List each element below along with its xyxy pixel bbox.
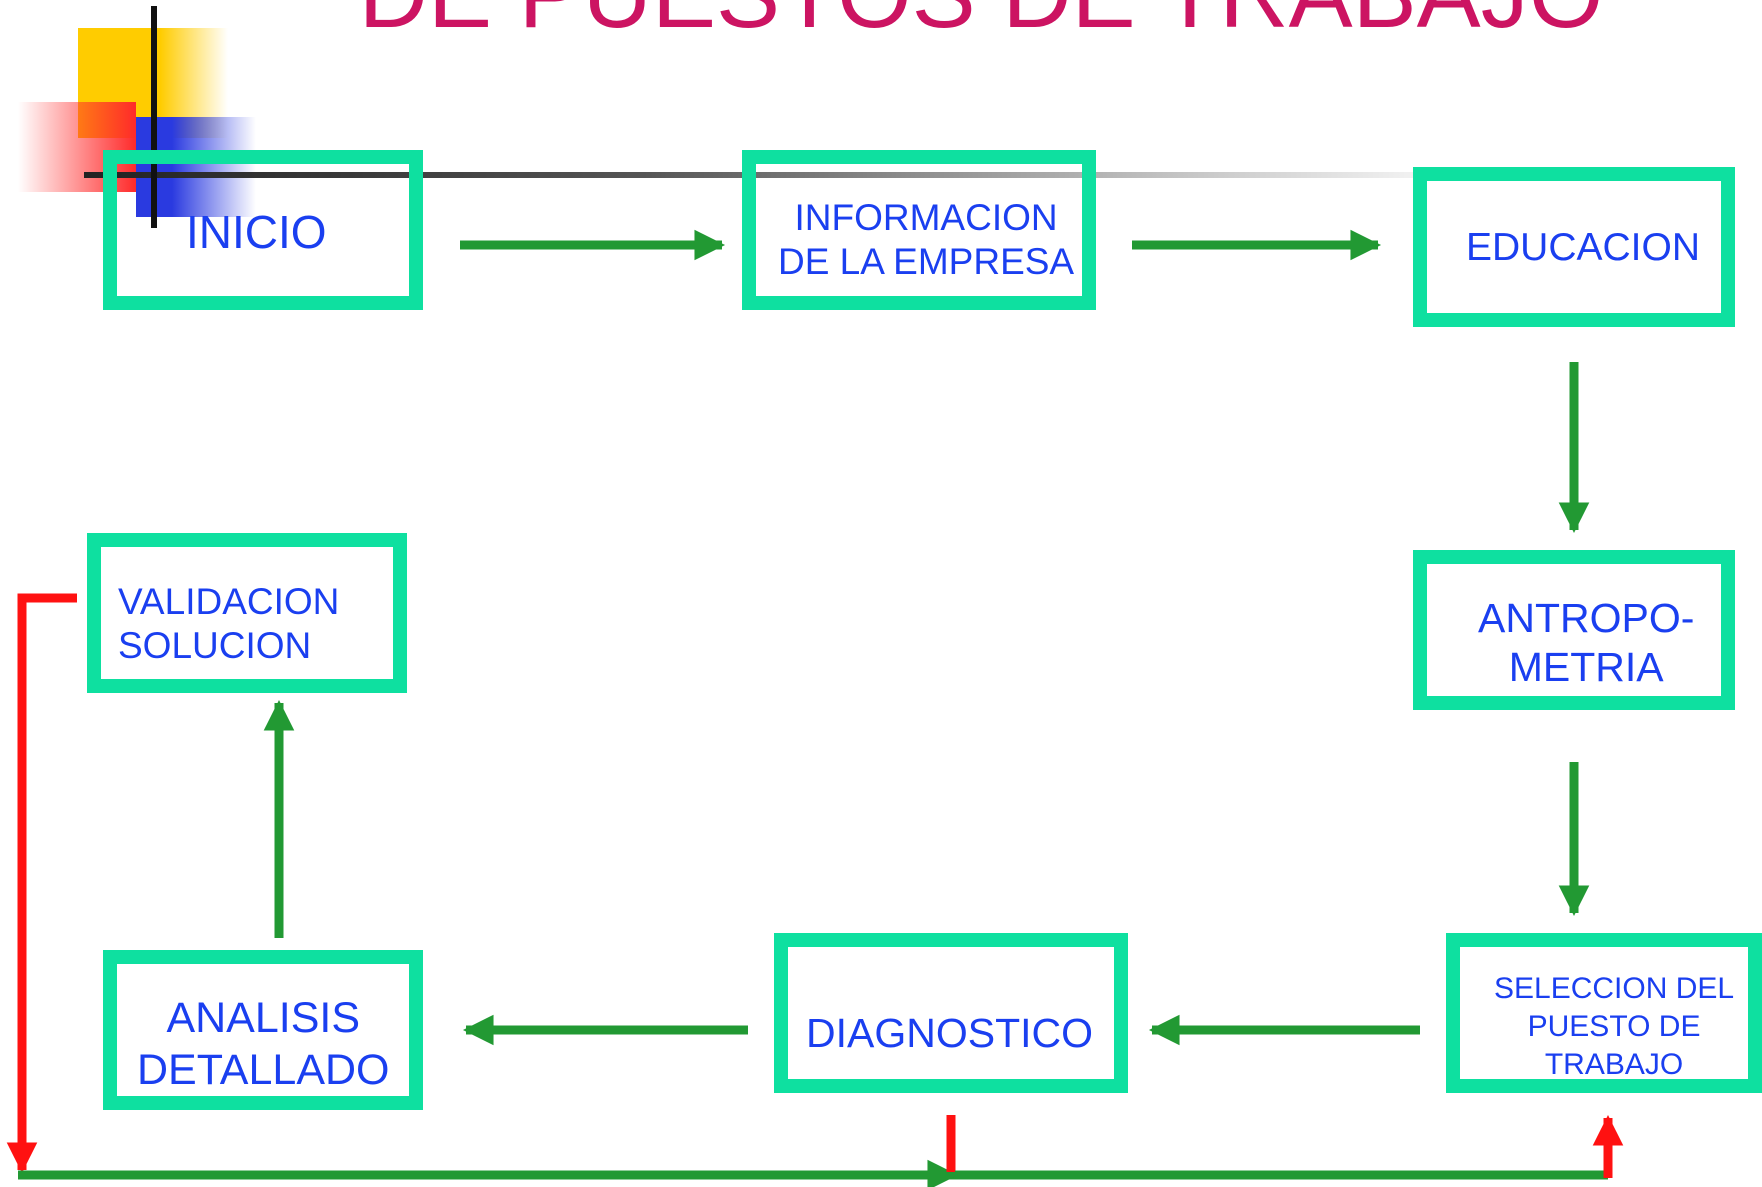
node-diagnostico-label: DIAGNOSTICO [806, 1010, 1094, 1056]
node-seleccion-label: SELECCION DEL PUESTO DE TRABAJO [1494, 972, 1735, 1082]
node-analisis-label: ANALISIS DETALLADO [137, 994, 390, 1094]
node-analisis-box [103, 950, 423, 1110]
node-inicio-label: INICIO [186, 206, 327, 258]
node-validacion-label: VALIDACION SOLUCION [118, 581, 340, 667]
node-antropometria-label: ANTROPO- METRIA [1478, 595, 1695, 691]
slide-title: DE PUESTOS DE TRABAJO [0, 0, 1762, 50]
decor-horizontal-line [84, 172, 1484, 178]
node-inicio-box [103, 150, 423, 310]
node-antropometria-box [1413, 550, 1735, 710]
node-informacion-label: INFORMACION DE LA EMPRESA [778, 197, 1075, 283]
node-validacion-box [87, 533, 407, 693]
node-diagnostico-box [774, 933, 1128, 1093]
node-educacion-box [1413, 167, 1735, 327]
feedback-line-validacion-down [6, 593, 77, 1174]
node-seleccion-box [1446, 933, 1762, 1093]
node-informacion-box [742, 150, 1096, 310]
decor-vertical-line [151, 6, 157, 228]
node-educacion-label: EDUCACION [1466, 226, 1701, 269]
